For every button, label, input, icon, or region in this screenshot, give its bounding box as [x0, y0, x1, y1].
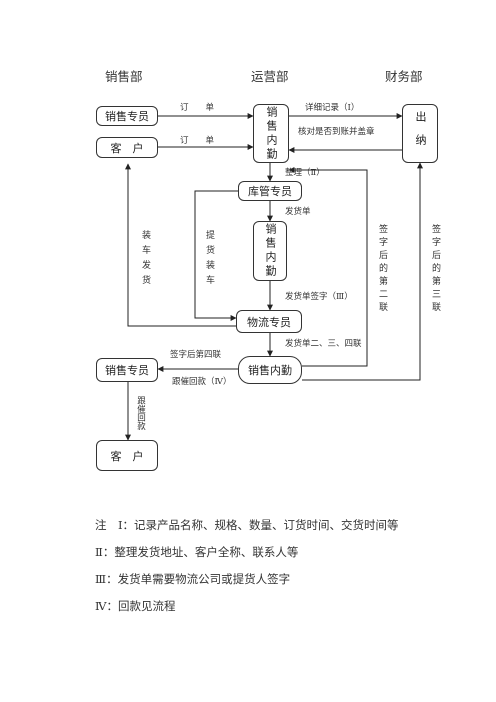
node-cashier: 出纳 [402, 104, 438, 163]
dept-finance: 财务部 [385, 69, 423, 84]
node-sales-admin-top: 销售内勤 [253, 104, 289, 163]
arrow-signed-2nd [288, 167, 368, 367]
node-label: 物流专员 [247, 315, 291, 329]
node-label: 出纳 [414, 110, 427, 157]
arrow-pickup-load [194, 190, 238, 321]
label-organize: 整理（Ⅱ） [285, 168, 325, 178]
arrow-load-ship [125, 163, 238, 327]
note-2: Ⅱ：整理发货地址、客户全称、联系人等 [95, 545, 299, 559]
label-signed-2nd: 签字后的第二联 [377, 224, 387, 315]
label-delivery-sign: 发货单签字（Ⅲ） [285, 292, 353, 302]
dept-sales: 销售部 [105, 69, 143, 84]
label-signed-4th: 签字后第四联 [170, 350, 222, 360]
node-sales-admin-bottom: 销售内勤 [238, 356, 302, 384]
node-customer-top: 客 户 [96, 137, 158, 158]
label-delivery-note: 发货单 [285, 207, 311, 217]
node-label: 销售专员 [105, 110, 149, 123]
node-label: 销售内勤 [248, 364, 292, 377]
node-label: 客 户 [110, 449, 144, 463]
label-order-customer: 订 单 [180, 136, 215, 146]
label-follow-up-vertical: 跟催回款 [135, 396, 146, 430]
node-warehouse: 库管专员 [238, 181, 302, 201]
label-detail-record: 详细记录（Ⅰ） [305, 103, 360, 113]
label-follow-up-payment: 跟催回款（Ⅳ） [172, 377, 232, 387]
label-pickup-load: 提货装车 [204, 230, 214, 290]
node-customer-bottom: 客 户 [96, 440, 158, 471]
note-4: Ⅳ：回款见流程 [95, 599, 176, 613]
node-sales-rep-bottom: 销售专员 [96, 358, 158, 382]
node-label: 销售专员 [105, 364, 149, 377]
dept-operations: 运营部 [251, 69, 289, 84]
note-1: 注 Ⅰ：记录产品名称、规格、数量、订货时间、交货时间等 [95, 518, 399, 532]
label-verify-receipt: 核对是否到账并盖章 [298, 127, 375, 137]
node-label: 客 户 [110, 141, 144, 155]
label-signed-3rd: 签字后的第三联 [430, 224, 440, 315]
arrow-signed-3rd [302, 162, 423, 381]
label-load-ship: 装车发货 [140, 230, 150, 290]
node-label: 销售内勤 [265, 105, 278, 162]
note-3: Ⅲ：发货单需要物流公司或提货人签字 [95, 572, 291, 586]
node-logistics: 物流专员 [236, 310, 302, 333]
node-label: 库管专员 [248, 185, 292, 198]
node-sales-admin-mid: 销售内勤 [253, 221, 287, 281]
label-order-rep: 订 单 [180, 103, 215, 113]
node-sales-rep-top: 销售专员 [96, 106, 158, 126]
label-delivery-copies: 发货单二、三、四联 [285, 339, 362, 349]
node-label: 销售内勤 [264, 223, 277, 279]
